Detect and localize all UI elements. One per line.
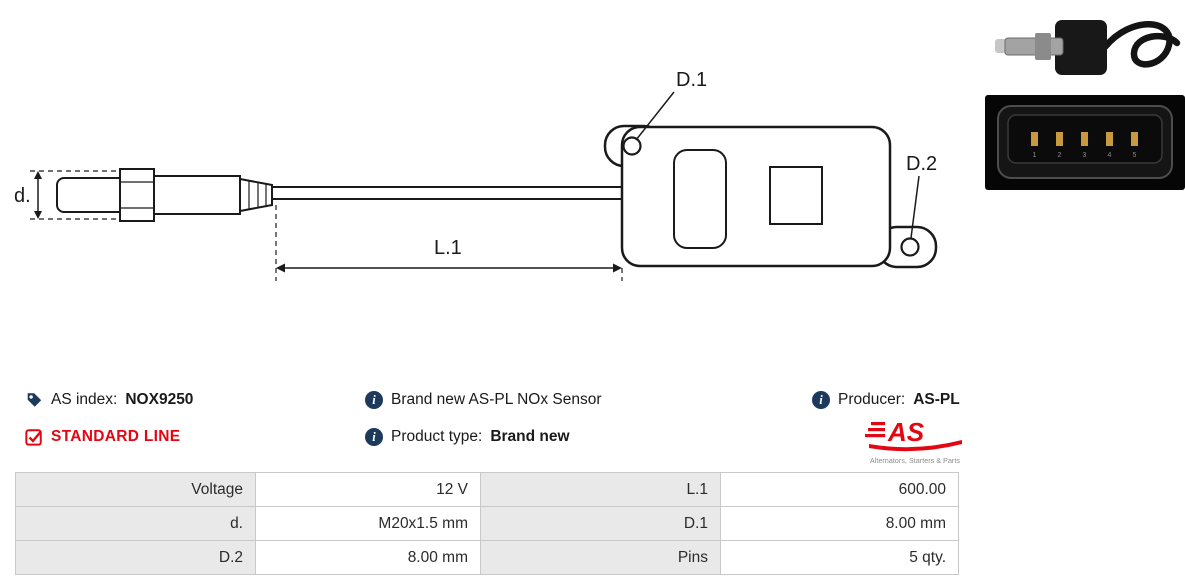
tag-icon xyxy=(27,393,42,407)
as-index-row: AS index: NOX9250 xyxy=(25,391,193,409)
spec-table: Voltage 12 V L.1 600.00 d. M20x1.5 mm D.… xyxy=(15,472,959,575)
spec-label: D.1 xyxy=(480,506,721,541)
spec-value: M20x1.5 mm xyxy=(255,506,481,541)
svg-text:3: 3 xyxy=(1083,152,1087,159)
svg-text:2: 2 xyxy=(1058,152,1062,159)
spec-value: 600.00 xyxy=(720,472,959,507)
description-row: i Brand new AS-PL NOx Sensor xyxy=(365,391,602,409)
product-type-label: Product type: xyxy=(391,428,483,445)
producer-label: Producer: xyxy=(838,391,906,408)
info-icon[interactable]: i xyxy=(365,428,383,446)
mount-hole-d2 xyxy=(900,237,920,257)
dim-l1 xyxy=(275,205,623,281)
sensor-body-photo xyxy=(1055,20,1107,75)
pin-numbers: 1 2 3 4 5 xyxy=(1033,152,1137,159)
producer-value: AS-PL xyxy=(913,391,960,408)
as-index-label: AS index: xyxy=(51,391,118,408)
mount-hole-d1 xyxy=(622,136,642,156)
checkbox-checked-icon xyxy=(25,429,42,446)
dim-d-arrowhead-top xyxy=(34,171,42,179)
table-row: d. M20x1.5 mm D.1 8.00 mm xyxy=(15,506,959,541)
spec-label: d. xyxy=(15,506,256,541)
spec-label: D.2 xyxy=(15,540,256,575)
spec-value: 12 V xyxy=(255,472,481,507)
sensor-housing xyxy=(620,125,892,268)
info-icon[interactable]: i xyxy=(365,391,383,409)
svg-text:5: 5 xyxy=(1133,152,1137,159)
dim-label-d: d. xyxy=(14,185,31,207)
spec-value: 8.00 mm xyxy=(255,540,481,575)
info-icon[interactable]: i xyxy=(812,391,830,409)
table-row: D.2 8.00 mm Pins 5 qty. xyxy=(15,540,959,575)
as-index-value: NOX9250 xyxy=(125,391,194,408)
dim-label-d1: D.1 xyxy=(676,69,707,91)
svg-text:4: 4 xyxy=(1108,152,1112,159)
spec-label: L.1 xyxy=(480,472,721,507)
spec-label: Voltage xyxy=(15,472,256,507)
spec-label: Pins xyxy=(480,540,721,575)
producer-row: i Producer: AS-PL xyxy=(812,391,960,409)
spec-value: 5 qty. xyxy=(720,540,959,575)
description-text: Brand new AS-PL NOx Sensor xyxy=(391,391,602,408)
housing-connector-detail xyxy=(673,149,727,249)
dim-d2-leader-line xyxy=(910,175,920,239)
sensor-cable xyxy=(1101,21,1181,68)
svg-text:1: 1 xyxy=(1033,152,1037,159)
aspl-logo-mark: AS xyxy=(865,417,962,452)
probe-detail-lines xyxy=(120,181,267,209)
connector-pins xyxy=(1031,132,1138,146)
aspl-logo: AS Alternators, Starters & Parts xyxy=(862,416,968,465)
standard-line-label: STANDARD LINE xyxy=(51,428,181,445)
product-photo[interactable]: 1 2 3 4 5 xyxy=(985,5,1185,190)
probe xyxy=(56,168,273,222)
dim-label-l1: L.1 xyxy=(434,237,462,259)
table-row: Voltage 12 V L.1 600.00 xyxy=(15,472,959,507)
sensor-probe-photo xyxy=(995,33,1064,60)
dim-d-arrowhead-bottom xyxy=(34,211,42,219)
svg-text:AS: AS xyxy=(887,417,925,447)
housing-inner-detail xyxy=(769,166,823,225)
aspl-logo-tagline: Alternators, Starters & Parts xyxy=(869,458,961,465)
dim-label-d2: D.2 xyxy=(906,153,937,175)
dim-d1-leader-line xyxy=(635,91,675,141)
standard-line-row: STANDARD LINE xyxy=(25,428,180,446)
product-type-row: i Product type: Brand new xyxy=(365,428,570,446)
product-type-value: Brand new xyxy=(490,428,570,445)
cable xyxy=(272,186,624,200)
technical-drawing: d. L.1 D.1 D.2 xyxy=(14,69,938,281)
spec-value: 8.00 mm xyxy=(720,506,959,541)
